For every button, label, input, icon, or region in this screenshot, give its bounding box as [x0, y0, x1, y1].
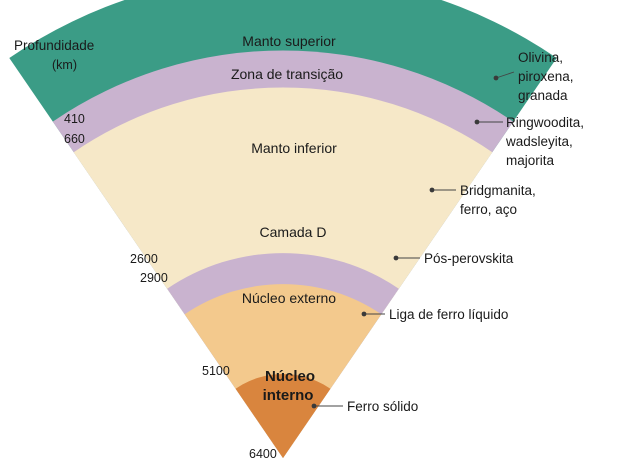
outer-core-label: Núcleo externo — [242, 290, 336, 306]
depth-tick-410: 410 — [64, 112, 85, 126]
lower-mantle-minerals-line2: ferro, aço — [460, 202, 517, 217]
transition-zone-minerals-line2: wadsleyita, — [505, 134, 573, 149]
depth-tick-2900: 2900 — [140, 271, 168, 285]
inner-core-material: Ferro sólido — [347, 399, 418, 414]
depth-tick-6400: 6400 — [249, 447, 277, 461]
depth-tick-2600: 2600 — [130, 252, 158, 266]
inner-core-label-line2: interno — [263, 387, 314, 404]
depth-axis-title: Profundidade — [14, 38, 94, 53]
upper-mantle-label: Manto superior — [242, 33, 336, 49]
transition-zone-minerals-line1: Ringwoodita, — [506, 115, 584, 130]
upper-mantle-minerals-line2: piroxena, — [518, 69, 574, 84]
lower-mantle-minerals-line1: Bridgmanita, — [460, 183, 536, 198]
inner-core-label-line1: Núcleo — [265, 368, 315, 385]
d-layer-dot — [393, 255, 399, 261]
outer-core-band — [184, 284, 382, 458]
upper-mantle-minerals-line3: granada — [518, 88, 568, 103]
transition-zone-dot — [474, 119, 480, 125]
lower-mantle-dot — [429, 187, 435, 193]
depth-axis-unit: (km) — [52, 58, 77, 72]
outer-core-dot — [361, 311, 367, 317]
outer-core-material: Liga de ferro líquido — [389, 307, 508, 322]
inner-core-band — [235, 374, 331, 458]
upper-mantle-minerals-line1: Olivina, — [518, 50, 563, 65]
inner-core-dot — [311, 403, 317, 409]
lower-mantle-label: Manto inferior — [251, 140, 337, 156]
depth-tick-5100: 5100 — [202, 364, 230, 378]
transition-zone-minerals-line3: majorita — [506, 153, 555, 168]
depth-tick-660: 660 — [64, 132, 85, 146]
upper-mantle-dot — [493, 75, 499, 81]
transition-zone-label: Zona de transição — [231, 66, 343, 82]
d-layer-mineral: Pós-perovskita — [424, 251, 514, 266]
d-layer-label: Camada D — [260, 224, 327, 240]
upper-mantle-leader — [495, 71, 515, 79]
